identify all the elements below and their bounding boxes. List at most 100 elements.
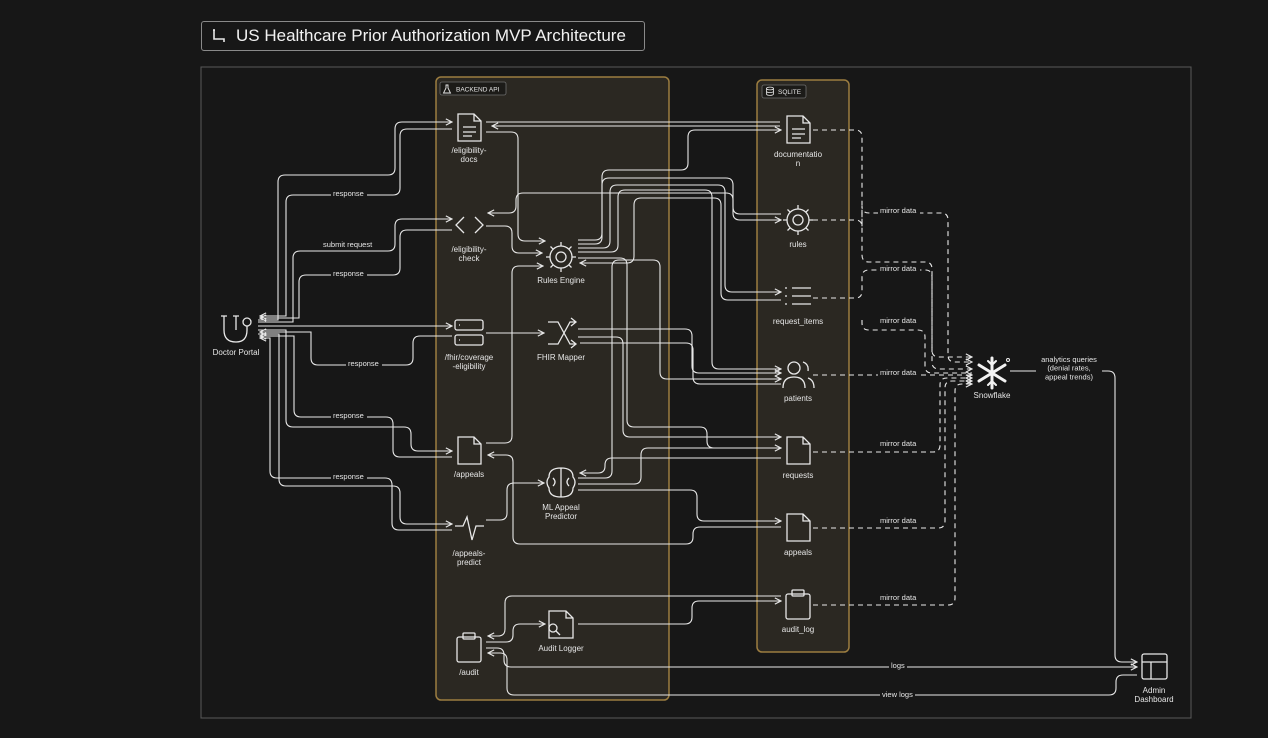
edge-appeals-predict-ml [486, 483, 544, 521]
snowflake-label: Snowflake [974, 391, 1011, 400]
edge-eligibility-check-rules-engine [486, 225, 542, 253]
edge-requests-ml [580, 457, 781, 473]
edge-doctor-eligibility-check-submit [258, 219, 452, 323]
stethoscope-icon [221, 315, 252, 343]
edge-view-logs [488, 653, 1137, 696]
edge-rules-engine-request-items [578, 184, 781, 292]
edge-response-fhir [260, 332, 452, 366]
snowflake-icon [977, 356, 1010, 390]
diagram-title-box: US Healthcare Prior Authorization MVP Ar… [201, 21, 645, 51]
edge-doctor-appeals [258, 329, 452, 451]
edge-audit-logger [486, 624, 545, 643]
edge-rules-engine-documentation [578, 130, 781, 241]
edge-mirror-patients-2 [861, 320, 972, 374]
shuffle-icon [548, 317, 578, 349]
edge-appeals-table-back [488, 455, 781, 545]
list-icon [785, 287, 811, 305]
eligibility-docs-label: /eligibility-docs [451, 146, 486, 164]
fhir-coverage-label: /fhir/coverage-eligibility [445, 353, 494, 371]
edge-response-eligibility-docs [260, 128, 452, 316]
edge-doctor-appeals-predict [258, 333, 452, 524]
edge-logs [486, 647, 1137, 667]
label-mirror-6: mirror data [880, 516, 917, 525]
edge-labels: response submit request response respons… [321, 188, 1102, 700]
edge-mirror-requests [813, 378, 972, 453]
edge-audit-logger-log [578, 601, 781, 625]
document-icon [457, 113, 482, 142]
flask-icon [442, 84, 452, 94]
fhir-mapper-label: FHIR Mapper [537, 353, 585, 362]
edge-rules-engine-patients [578, 189, 781, 369]
label-mirror-4: mirror data [880, 368, 917, 377]
gear-icon [546, 242, 576, 272]
edge-eligibility-docs-rules-engine [486, 131, 545, 241]
request-items-label: request_items [773, 317, 823, 326]
audit-endpoint-label: /audit [459, 668, 479, 677]
edge-response-appeals-predict [260, 338, 452, 531]
label-response-4: response [333, 411, 364, 420]
appeals-table-label: appeals [784, 548, 812, 557]
rules-engine-label: Rules Engine [537, 276, 585, 285]
label-response-1: response [333, 189, 364, 198]
clipboard-icon [456, 632, 482, 663]
edge-mirror-request-items [813, 269, 972, 369]
label-mirror-5: mirror data [880, 439, 917, 448]
label-mirror-2: mirror data [880, 264, 917, 273]
edge-appeals-rules-engine [486, 266, 543, 444]
brain-icon [546, 467, 576, 498]
edge-audit-log-audit [488, 595, 781, 636]
appeals-file-icon [786, 513, 811, 542]
label-response-5: response [333, 472, 364, 481]
users-icon [782, 361, 815, 389]
edge-doctor-eligibility-docs [258, 122, 452, 321]
backend-api-label: BACKEND API [456, 87, 500, 94]
activity-icon [455, 514, 484, 541]
edge-ml-appeals [578, 489, 781, 521]
edge-mirror-audit-log [813, 384, 972, 606]
file-search-icon [548, 610, 574, 639]
audit-log-clipboard-icon [785, 589, 811, 620]
diagram-frame [200, 66, 1192, 719]
edge-fhir-mapper-requests [578, 336, 781, 437]
edge-response-appeals [260, 336, 452, 458]
label-mirror-1: mirror data [880, 206, 917, 215]
edge-ml-patients [578, 259, 781, 479]
edge-rules-engine-requests [578, 257, 781, 448]
label-response-2: response [333, 269, 364, 278]
sqlite-group [756, 79, 850, 653]
appeals-predict-label: /appeals-predict [453, 549, 486, 567]
patients-label: patients [784, 394, 812, 403]
database-icon [766, 86, 774, 96]
edge-mirror-appeals [813, 381, 972, 529]
edge-fhir-mapper-patients [578, 328, 781, 373]
edge-rules-engine-rules [578, 177, 781, 245]
edge-patients-rules [580, 342, 781, 385]
label-mirror-7: mirror data [880, 593, 917, 602]
sqlite-label: SQLITE [778, 89, 802, 96]
code-icon [455, 216, 484, 234]
edge-ml-requests [578, 447, 781, 485]
requests-label: requests [783, 471, 814, 480]
appeals-endpoint-label: /appeals [454, 470, 484, 479]
audit-log-label: audit_log [782, 625, 814, 634]
requests-file-icon [786, 436, 811, 465]
label-analytics: analytics queries(denial rates,appeal tr… [1041, 355, 1097, 381]
doctor-portal-label: Doctor Portal [213, 348, 260, 357]
server-icon [454, 319, 484, 346]
documentation-icon [786, 115, 811, 144]
flow-icon [213, 29, 225, 42]
edge-response-eligibility-check [260, 229, 452, 318]
file-icon [457, 436, 482, 465]
layout-icon [1141, 653, 1168, 680]
audit-logger-label: Audit Logger [538, 644, 584, 653]
eligibility-check-label: /eligibility-check [451, 245, 486, 263]
rules-gear-icon [783, 205, 813, 235]
edge-mirror-documentation [813, 129, 972, 357]
diagram-title: US Healthcare Prior Authorization MVP Ar… [236, 26, 626, 45]
rules-label: rules [789, 240, 806, 249]
label-submit-request: submit request [323, 240, 373, 249]
